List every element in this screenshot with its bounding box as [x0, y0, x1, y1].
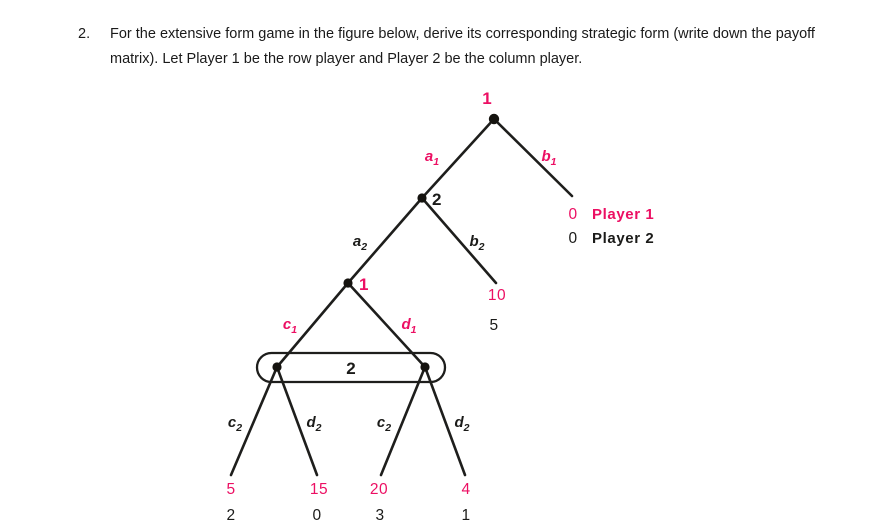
branch-d2-right: [423, 365, 467, 477]
node-label-lower-1: 1: [359, 275, 368, 294]
node-label-upper-2: 2: [432, 190, 441, 209]
payoff-p2-t-d1d2: 1: [461, 507, 470, 524]
question-text: For the extensive form game in the figur…: [110, 26, 815, 67]
payoff-p1-t-b1: 0: [568, 206, 577, 223]
payoff-p1-t-c1d2: 15: [310, 481, 328, 498]
information-set-oval: [255, 351, 447, 384]
payoff-p1-t-d1c2: 20: [370, 481, 388, 498]
payoff-p1-t-b2: 10: [488, 287, 506, 304]
payoff-p2-t-c1c2: 2: [226, 507, 235, 524]
branch-b2: [420, 196, 498, 285]
action-label-b2: b2: [469, 233, 484, 253]
question-block: 2. For the extensive form game in the fi…: [78, 22, 824, 72]
action-label-d1: d1: [401, 316, 416, 336]
payoff-p1-t-d1d2: 4: [461, 481, 470, 498]
node-upper-player2[interactable]: [417, 193, 427, 203]
node-label-root: 1: [482, 89, 491, 108]
question-number: 2.: [78, 26, 91, 42]
legend-player2-label: Player 2: [592, 230, 654, 247]
branch-c2-right: [379, 365, 427, 477]
action-label-c1: c1: [283, 316, 297, 336]
node-infoset-left-player2[interactable]: [272, 362, 282, 372]
action-label-c2-left: c2: [228, 414, 242, 434]
question-row: 2. For the extensive form game in the fi…: [78, 22, 824, 72]
node-infoset-right-player2[interactable]: [420, 362, 430, 372]
node-lower-player1[interactable]: [343, 278, 353, 288]
action-label-a1: a1: [425, 148, 439, 168]
game-tree-svg: 1 2 1 2 a1 b1 a2 b2 c1 d1: [226, 89, 654, 524]
branch-d2-left: [275, 365, 319, 477]
extensive-form-game-figure: 1 2 1 2 a1 b1 a2 b2 c1 d1: [0, 78, 885, 531]
action-label-d2-left: d2: [306, 414, 321, 434]
node-label-infoset-2: 2: [346, 359, 355, 378]
node-root-player1[interactable]: [488, 113, 500, 125]
action-label-a2: a2: [353, 233, 367, 253]
payoff-p1-t-c1c2: 5: [226, 481, 235, 498]
payoff-p2-t-b1: 0: [568, 230, 577, 247]
branch-a1: [420, 117, 496, 200]
action-label-d2-right: d2: [454, 414, 469, 434]
action-label-b1: b1: [541, 148, 556, 168]
legend-player1-label: Player 1: [592, 206, 654, 223]
branch-c2-left: [229, 365, 279, 477]
action-label-c2-right: c2: [377, 414, 391, 434]
payoff-p2-t-d1c2: 3: [375, 507, 384, 524]
branch-a2: [346, 196, 424, 285]
payoff-p2-t-c1d2: 0: [312, 507, 321, 524]
branch-b1: [492, 117, 574, 198]
payoff-p2-t-b2: 5: [489, 317, 498, 334]
